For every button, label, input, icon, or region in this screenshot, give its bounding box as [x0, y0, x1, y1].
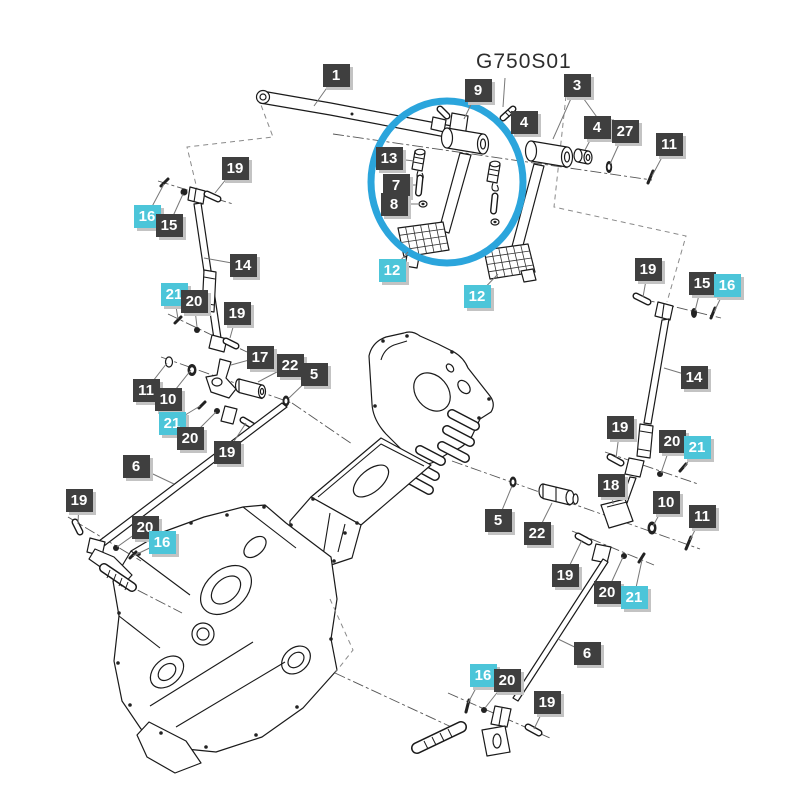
part-label-10[interactable]: 10 — [652, 490, 680, 514]
axis-line — [291, 402, 353, 445]
transmission-housing — [112, 331, 494, 774]
brake-pedal — [483, 105, 655, 283]
part-label-16[interactable]: 16 — [148, 530, 176, 554]
part-label-14[interactable]: 14 — [680, 365, 708, 389]
clutch-pedal — [397, 105, 490, 269]
part-label-19[interactable]: 19 — [551, 563, 579, 587]
part-label-4[interactable]: 4 — [583, 115, 611, 139]
brake-pad-tread — [485, 244, 534, 278]
part-label-12[interactable]: 12 — [463, 284, 491, 308]
part-label-20[interactable]: 20 — [176, 426, 204, 450]
part-label-8[interactable]: 8 — [380, 192, 408, 216]
part-label-19[interactable]: 19 — [533, 690, 561, 714]
part-label-9[interactable]: 9 — [464, 78, 492, 102]
part-label-16[interactable]: 16 — [713, 273, 741, 297]
part-label-19[interactable]: 19 — [634, 257, 662, 281]
part-label-20[interactable]: 20 — [658, 429, 686, 453]
part-label-11[interactable]: 11 — [688, 504, 716, 528]
part-label-7[interactable]: 7 — [382, 173, 410, 197]
part-label-19[interactable]: 19 — [223, 301, 251, 325]
right-lift-rod — [606, 292, 717, 478]
housing-bolts — [116, 334, 491, 749]
part-label-19[interactable]: 19 — [65, 488, 93, 512]
axis-line — [451, 460, 701, 550]
axis-line — [637, 297, 722, 319]
dashed-boundary — [186, 96, 274, 190]
part-label-5[interactable]: 5 — [484, 508, 512, 532]
diagram-code: G750S01 — [476, 50, 572, 73]
part-label-1[interactable]: 1 — [322, 63, 350, 87]
part-label-20[interactable]: 20 — [493, 668, 521, 692]
dashed-boundary — [329, 598, 354, 674]
axis-line — [167, 313, 248, 353]
part-label-11[interactable]: 11 — [132, 378, 160, 402]
axis-line — [119, 580, 183, 614]
clutch-pad-tread — [399, 222, 448, 256]
part-label-15[interactable]: 15 — [155, 213, 183, 237]
part-label-4[interactable]: 4 — [510, 110, 538, 134]
part-label-22[interactable]: 22 — [523, 521, 551, 545]
part-label-6[interactable]: 6 — [122, 454, 150, 478]
part-label-10[interactable]: 10 — [154, 387, 182, 411]
cross-shaft — [255, 89, 458, 140]
leader-line — [502, 77, 506, 108]
left-drag-link — [71, 402, 288, 592]
part-label-21[interactable]: 21 — [620, 585, 648, 609]
part-label-19[interactable]: 19 — [606, 415, 634, 439]
right-bellcrank — [509, 476, 693, 551]
part-label-13[interactable]: 13 — [375, 146, 403, 170]
part-label-21[interactable]: 21 — [683, 435, 711, 459]
part-label-5[interactable]: 5 — [300, 362, 328, 386]
axis-line — [332, 133, 653, 181]
part-label-19[interactable]: 19 — [213, 440, 241, 464]
part-label-6[interactable]: 6 — [573, 641, 601, 665]
axis-line — [604, 451, 699, 485]
right-drag-link — [411, 543, 646, 757]
part-label-18[interactable]: 18 — [597, 473, 625, 497]
part-label-11[interactable]: 11 — [655, 132, 683, 156]
left-lift-rod — [159, 177, 240, 353]
part-label-16[interactable]: 16 — [133, 204, 161, 228]
part-label-20[interactable]: 20 — [593, 580, 621, 604]
part-label-27[interactable]: 27 — [611, 119, 639, 143]
part-label-19[interactable]: 19 — [221, 156, 249, 180]
left-bellcrank — [164, 356, 290, 430]
highlight-circle — [367, 97, 527, 267]
part-label-3[interactable]: 3 — [563, 73, 591, 97]
part-label-12[interactable]: 12 — [378, 258, 406, 282]
part-label-20[interactable]: 20 — [180, 289, 208, 313]
part-label-17[interactable]: 17 — [246, 345, 274, 369]
part-label-22[interactable]: 22 — [276, 353, 304, 377]
axis-line — [334, 672, 461, 732]
part-label-14[interactable]: 14 — [229, 253, 257, 277]
part-label-15[interactable]: 15 — [688, 271, 716, 295]
part-label-16[interactable]: 16 — [469, 663, 497, 687]
